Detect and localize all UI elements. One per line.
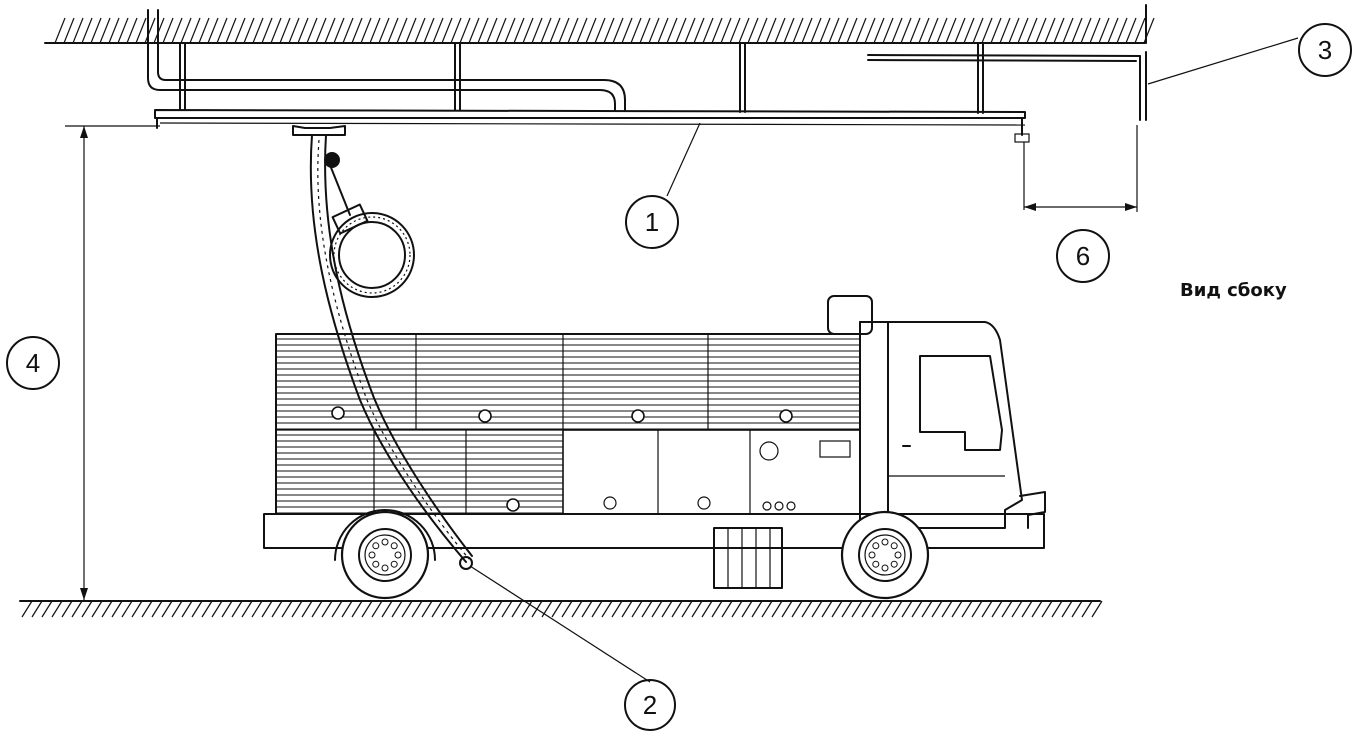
supply-pipe <box>147 9 626 111</box>
overhead-rail <box>154 109 1030 143</box>
callout-4: 4 <box>6 336 60 390</box>
exhaust-hose <box>309 134 473 570</box>
truck-cab <box>827 295 1046 529</box>
wheel-rear <box>334 509 436 600</box>
view-label: Вид сбоку <box>1180 280 1287 301</box>
callout-4-label: 4 <box>26 348 40 378</box>
callout-6-label: 6 <box>1076 241 1090 271</box>
ceiling <box>44 17 1155 44</box>
callout-3: 3 <box>1298 23 1352 77</box>
ceiling-hangers <box>179 42 984 114</box>
wheel-front <box>840 510 930 600</box>
ground <box>19 600 1103 618</box>
dimension-height <box>65 125 160 600</box>
callout-6: 6 <box>1056 229 1110 283</box>
callout-2: 2 <box>624 679 676 731</box>
wall-bracket <box>867 4 1147 121</box>
dimension-offset <box>1023 125 1138 212</box>
chassis <box>263 513 1045 589</box>
callout-1-label: 1 <box>645 207 659 237</box>
truck-body <box>275 333 861 515</box>
callout-2-label: 2 <box>643 690 657 720</box>
callout-3-label: 3 <box>1318 35 1332 65</box>
trolley <box>292 125 351 216</box>
callout-1: 1 <box>625 195 679 249</box>
leader-lines <box>469 37 1299 683</box>
hose-reel <box>329 203 415 298</box>
